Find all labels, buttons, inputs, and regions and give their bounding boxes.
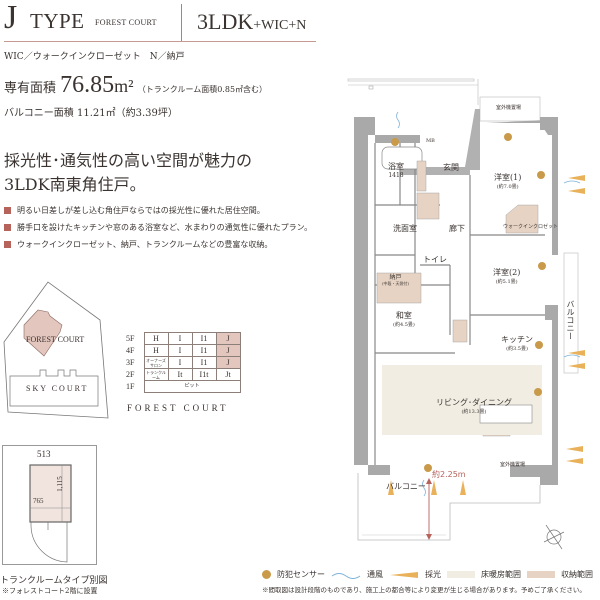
private-area-value: 76.85	[60, 72, 115, 98]
type-word: TYPE	[30, 9, 85, 33]
room-living-dining: リビング･ダイニング(約13.3畳)	[436, 398, 512, 415]
balcony-area-value: 11.21㎡（約3.39坪）	[77, 108, 178, 119]
header-rule	[4, 41, 316, 42]
trunk-room-note: ※フォレストコート2階に設置	[2, 587, 98, 595]
floor-row: 2F トランクルーム It I1t Jt	[126, 368, 241, 381]
meter-box: MB	[426, 138, 435, 144]
type-letter: J	[4, 0, 18, 36]
room-entrance: 玄関	[443, 163, 459, 172]
sitemap-forest-court: FOREST COURT	[26, 335, 85, 344]
floor-plan	[347, 78, 585, 550]
wind-icon	[331, 572, 361, 579]
sitemap-sky-court: SKY COURT	[26, 384, 89, 393]
plan-main: 3LDK	[197, 9, 254, 34]
site-map	[3, 281, 109, 419]
abbreviation-legend: WIC／ウォークインクローゼット N／納戸	[4, 52, 185, 62]
room-kitchen: キッチン(約3.5畳)	[501, 335, 533, 352]
light-icon	[388, 175, 585, 495]
outdoor-unit-label: 室外機置場	[496, 105, 522, 111]
storage-area	[416, 160, 427, 192]
room-wic: ウォークインクロゼット	[503, 224, 559, 230]
balcony-area: バルコニー面積 11.21㎡（約3.39坪）	[4, 104, 178, 119]
storage-area	[416, 192, 440, 220]
bullet-square-icon	[4, 241, 11, 248]
plan-suffix: +WIC+N	[253, 18, 307, 33]
trunk-room-drawing	[29, 464, 72, 563]
floor-table-caption: FOREST COURT	[127, 403, 229, 413]
floor-row: 3F オーナーズサロン I I1 J	[126, 356, 241, 369]
legend: 防犯センサー 通風 採光 床暖房範囲 収納範囲	[262, 569, 593, 580]
private-area-unit: m²	[114, 76, 134, 96]
unit-j-highlight: J	[215, 332, 241, 345]
wind-icon	[396, 111, 581, 497]
headline-line-2: 3LDK南東角住戸。	[4, 175, 146, 194]
balcony-label: バルコニー	[386, 482, 426, 491]
storage-area	[452, 319, 468, 343]
room-washroom: 洗面室	[393, 224, 417, 233]
room-western-2: 洋室(2)(約5.1畳)	[493, 268, 521, 285]
feature-item: 明るい日差しが差し込む角住戸ならではの採光性に優れた居住空間。	[4, 202, 344, 219]
private-area-note: （トランクルーム面積0.85㎡含む）	[137, 85, 268, 94]
compass-icon	[543, 524, 565, 550]
feature-list: 明るい日差しが差し込む角住戸ならではの採光性に優れた居住空間。 勝手口を設けたキ…	[4, 202, 344, 253]
floor-heating-swatch	[447, 571, 475, 578]
light-icon	[390, 571, 418, 578]
floor-row: 1F ピット	[126, 380, 241, 393]
floor-row: 4F H I I1 J	[126, 344, 241, 357]
trunk-room-diagram: 513 1,115 765	[2, 445, 97, 565]
trunk-width-dim: 513	[37, 449, 51, 459]
trunk-depth-dim: 1,115	[55, 476, 64, 492]
storage-swatch	[527, 571, 555, 578]
feature-item: ウォークインクローゼット、納戸、トランクルームなどの豊富な収納。	[4, 236, 344, 253]
room-toilet: トイレ	[423, 255, 447, 264]
hallway: 廊下	[449, 224, 465, 233]
bullet-square-icon	[4, 207, 11, 214]
bullet-square-icon	[4, 224, 11, 231]
headline-line-1: 採光性･通気性の高い空間が魅力の	[4, 151, 253, 170]
disclaimer: ※間取図は設計段階のものであり、施工上の都合等により変更が生じる場合があります。…	[262, 586, 586, 594]
room-western-1: 洋室(1)(約7.0畳)	[494, 173, 522, 190]
private-area-label: 専有面積	[4, 81, 57, 96]
private-area: 専有面積 76.85m² （トランクルーム面積0.85㎡含む）	[4, 72, 267, 99]
building-name: FOREST COURT	[95, 18, 157, 27]
floor-table: 5F H I I1 J 4F H I I1 J 3F オーナーズサロン I I1…	[126, 332, 241, 393]
sensor-icon	[262, 570, 271, 579]
balcony-depth-dim: 約2.25m	[432, 470, 466, 479]
unit-j-highlight: J	[215, 356, 241, 369]
plan-type: 3LDK+WIC+N	[197, 9, 306, 35]
feature-item: 勝手口を設けたキッチンや窓のある浴室など、水まわりの通気性に優れたプラン。	[4, 219, 344, 236]
trunk-inner-dim: 765	[33, 497, 44, 505]
trunk-room-caption: トランクルームタイプ別図	[0, 576, 108, 586]
floor-row: 5F H I I1 J	[126, 332, 241, 345]
balcony-area-label: バルコニー面積	[4, 108, 74, 119]
room-nando: 納戸(中段・天袋付)	[382, 274, 410, 286]
storage-area-nando	[376, 272, 422, 304]
headline: 採光性･通気性の高い空間が魅力の 3LDK南東角住戸。	[4, 149, 344, 197]
balcony-right-label: バルコニー	[566, 300, 575, 340]
storage-area-wic	[505, 204, 539, 234]
header-separator	[181, 4, 182, 42]
floor-heating-area	[382, 365, 542, 435]
outdoor-unit-label-bottom: 室外機置場	[500, 462, 526, 468]
room-japanese: 和室(約4.5畳)	[393, 311, 415, 328]
unit-j-highlight: J	[215, 344, 241, 357]
sensor-icon	[391, 133, 546, 472]
